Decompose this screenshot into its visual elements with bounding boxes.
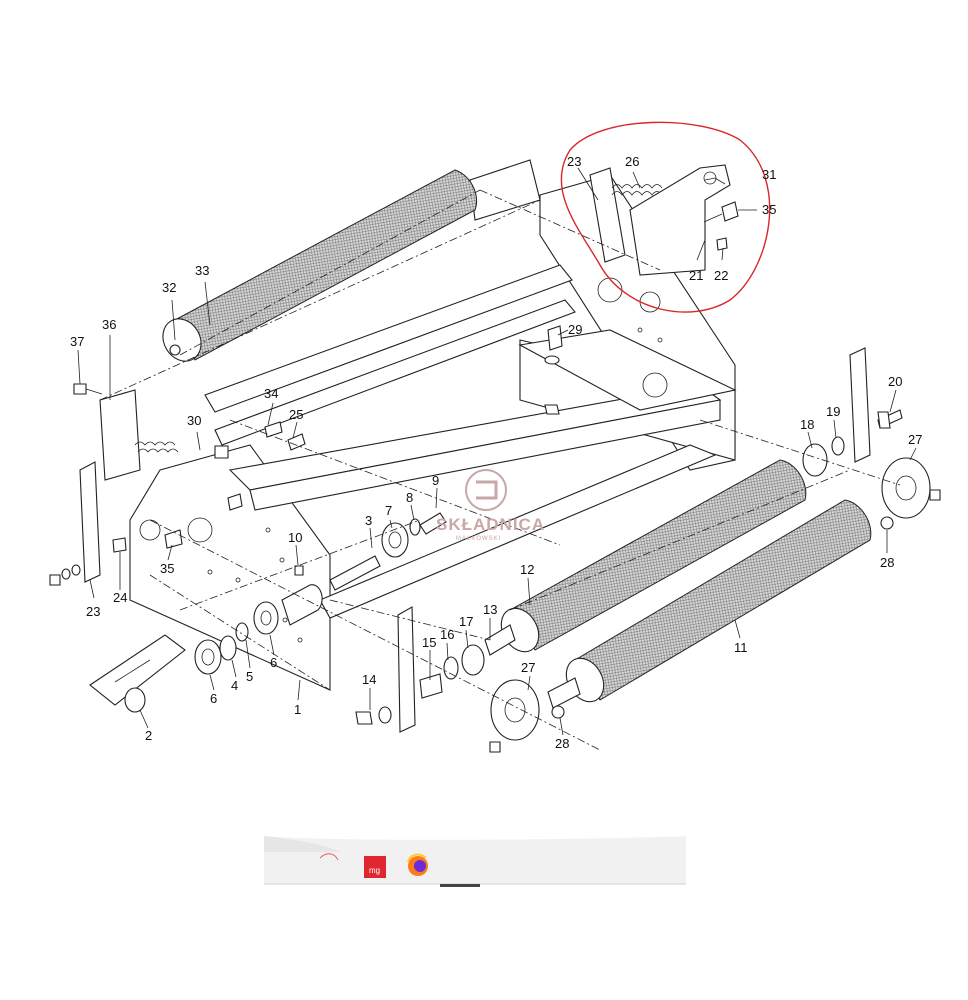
callout-label: 21 xyxy=(689,268,703,283)
app-badge-icon[interactable]: mg xyxy=(364,856,386,878)
callout-label: 20 xyxy=(888,374,902,389)
spring-30 xyxy=(134,441,179,453)
watermark-brand: SKŁADNICA xyxy=(436,515,545,534)
callout-label: 12 xyxy=(520,562,534,577)
taskbar-fragment: mg xyxy=(264,836,686,887)
callout-label: 8 xyxy=(406,490,413,505)
front-bearings xyxy=(194,409,903,699)
callout-label: 30 xyxy=(187,413,201,428)
main-frame xyxy=(129,174,737,691)
callout-label: 32 xyxy=(162,280,176,295)
callout-label: 19 xyxy=(826,404,840,419)
callout-label: 23 xyxy=(86,604,100,619)
lever-2 xyxy=(89,634,186,713)
callout-label: 28 xyxy=(880,555,894,570)
roller-33 xyxy=(162,169,478,362)
callout-label: 36 xyxy=(102,317,116,332)
roller-12 xyxy=(484,459,807,656)
app-badge-label: mg xyxy=(369,866,380,875)
leader-lines xyxy=(77,167,917,736)
callout-label: 16 xyxy=(440,627,454,642)
callout-label: 29 xyxy=(568,322,582,337)
callout-labels: 1 2 3 4 5 6 6 7 8 9 10 11 12 13 14 15 16… xyxy=(70,154,922,751)
callout-label: 34 xyxy=(264,386,278,401)
callout-label: 22 xyxy=(714,268,728,283)
callout-label: 2 xyxy=(145,728,152,743)
roller-11 xyxy=(547,499,872,709)
callout-label: 11 xyxy=(734,640,748,655)
callout-label: 18 xyxy=(800,417,814,432)
callout-label: 27 xyxy=(908,432,922,447)
callout-label: 37 xyxy=(70,334,84,349)
callout-label: 14 xyxy=(362,672,376,687)
callout-label: 31 xyxy=(762,167,776,182)
callout-label: 28 xyxy=(555,736,569,751)
watermark-sub: MAŁKOWSKI xyxy=(456,536,501,542)
callout-label: 6 xyxy=(270,655,277,670)
fasteners xyxy=(49,325,941,753)
callout-label: 6 xyxy=(210,691,217,706)
callout-label: 27 xyxy=(521,660,535,675)
callout-label: 9 xyxy=(432,473,439,488)
callout-label: 26 xyxy=(625,154,639,169)
end-flanges xyxy=(490,457,931,741)
callout-label: 4 xyxy=(231,678,238,693)
callout-label: 23 xyxy=(567,154,581,169)
callout-label: 24 xyxy=(113,590,127,605)
callout-label: 5 xyxy=(246,669,253,684)
watermark: SKŁADNICA MAŁKOWSKI xyxy=(436,469,545,542)
callout-label: 35 xyxy=(762,202,776,217)
callout-label: 33 xyxy=(195,263,209,278)
callout-label: 7 xyxy=(385,503,392,518)
callout-label: 13 xyxy=(483,602,497,617)
callout-label: 25 xyxy=(289,407,303,422)
spring-26 xyxy=(589,164,739,276)
highlight-circle xyxy=(560,121,771,313)
side-plates xyxy=(79,347,871,733)
firefox-icon[interactable] xyxy=(407,853,428,876)
callout-label: 15 xyxy=(422,635,436,650)
callout-label: 3 xyxy=(365,513,372,528)
assembly-lines xyxy=(99,189,901,751)
callout-label: 35 xyxy=(160,561,174,576)
callout-label: 10 xyxy=(288,530,302,545)
callout-label: 17 xyxy=(459,614,473,629)
callout-label: 1 xyxy=(294,702,301,717)
